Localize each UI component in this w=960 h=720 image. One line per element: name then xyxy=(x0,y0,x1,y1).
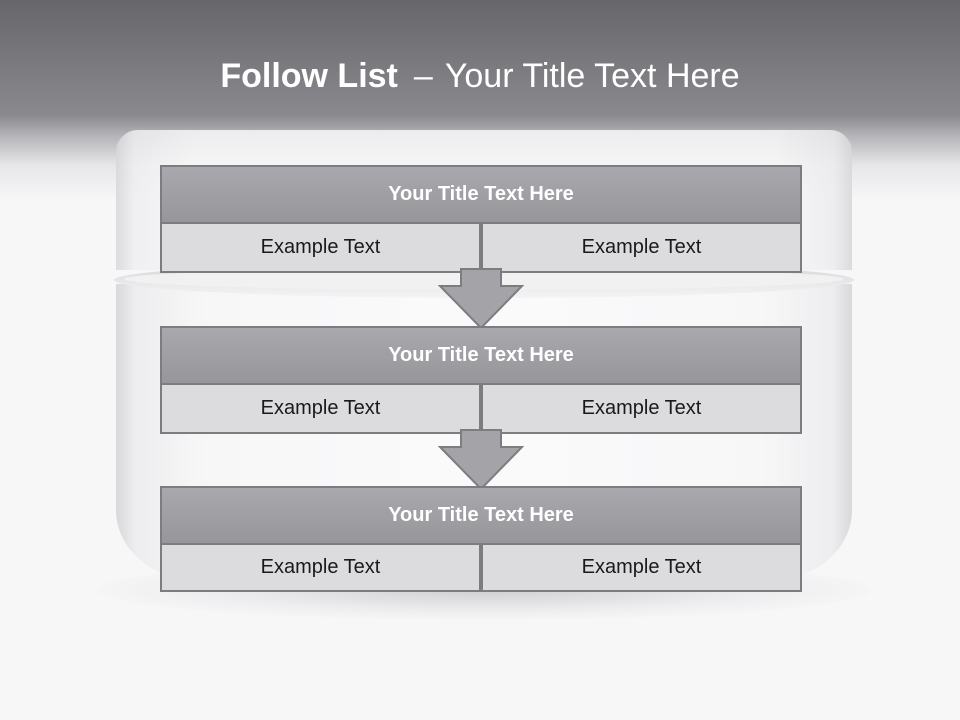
down-arrow-icon xyxy=(438,268,524,330)
title-rest-part: Your Title Text Here xyxy=(444,57,740,95)
block-cell-left: Example Text xyxy=(160,222,481,273)
block-cell-left: Example Text xyxy=(160,543,481,592)
block-title: Your Title Text Here xyxy=(160,326,802,385)
block-cell-right: Example Text xyxy=(481,222,802,273)
title-bold-part: Follow List xyxy=(220,57,398,95)
block-cell-right: Example Text xyxy=(481,543,802,592)
down-arrow-icon xyxy=(438,429,524,491)
slide-title: Follow List–Your Title Text Here xyxy=(0,52,960,100)
title-separator: – xyxy=(413,57,433,95)
block-title: Your Title Text Here xyxy=(160,486,802,545)
block-title: Your Title Text Here xyxy=(160,165,802,224)
block-cell-right: Example Text xyxy=(481,383,802,434)
block-cell-left: Example Text xyxy=(160,383,481,434)
